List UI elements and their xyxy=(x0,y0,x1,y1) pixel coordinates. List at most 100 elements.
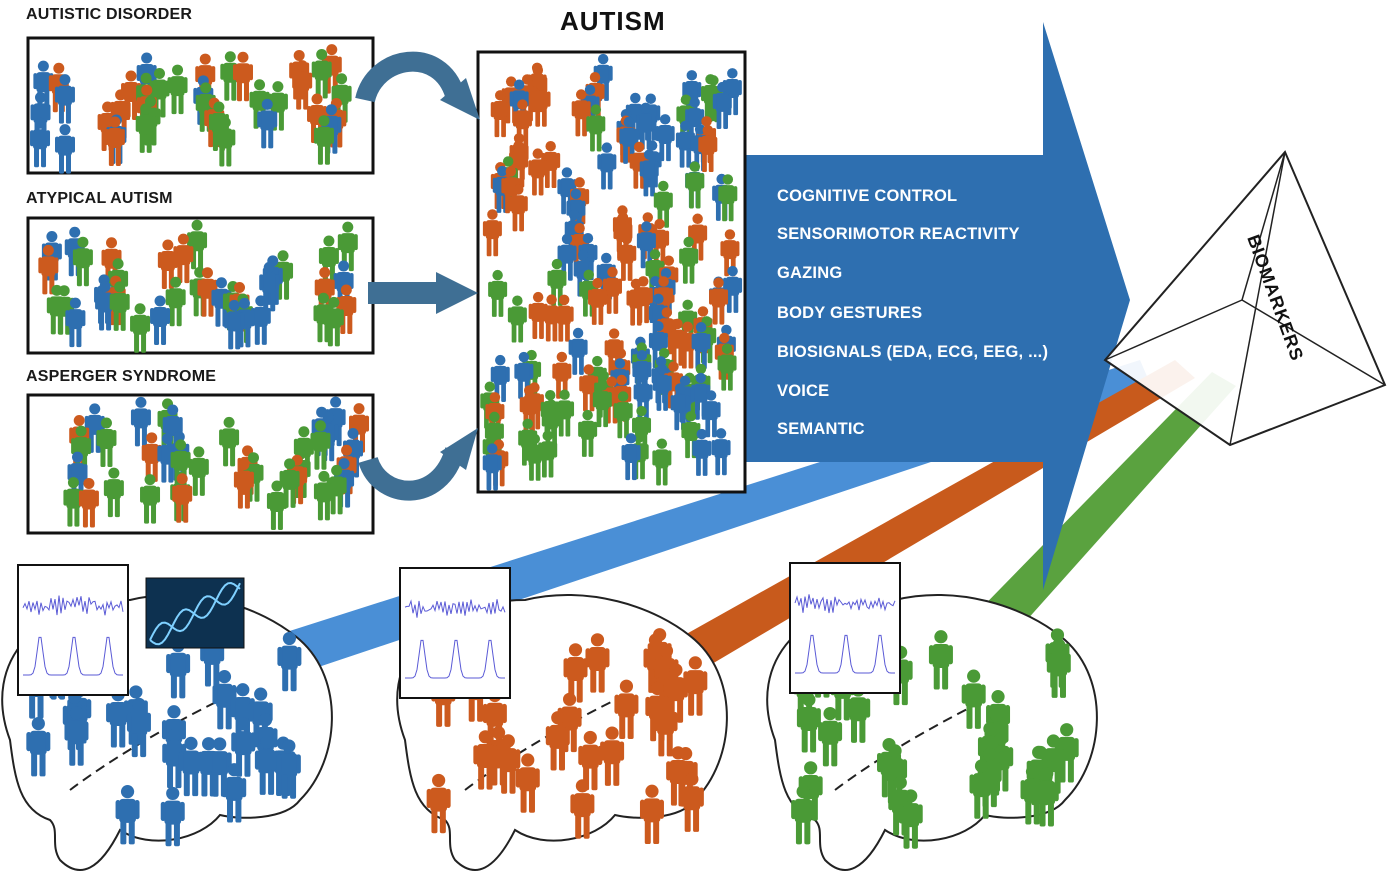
person-icon xyxy=(26,716,51,777)
feature-voice: VOICE xyxy=(777,382,830,400)
person-icon xyxy=(165,276,186,327)
signal-insets xyxy=(17,562,901,699)
person-icon xyxy=(482,443,502,491)
merge-arrows xyxy=(355,51,480,501)
person-icon xyxy=(54,74,75,124)
person-icon xyxy=(626,278,646,326)
person-icon xyxy=(653,696,678,757)
arrowhead-mid xyxy=(436,272,478,314)
person-icon xyxy=(109,281,130,331)
autism-group xyxy=(476,50,747,494)
person-icon xyxy=(791,784,816,845)
feature-biosignals: BIOSIGNALS (EDA, ECG, EEG, ...) xyxy=(777,343,1049,361)
person-icon xyxy=(95,280,116,331)
person-icon xyxy=(426,773,451,834)
person-icon xyxy=(585,633,610,693)
cardiac-trace xyxy=(795,634,896,674)
pyramid-edge xyxy=(1241,151,1286,301)
feature-cognitive-control: COGNITIVE CONTROL xyxy=(777,187,958,205)
person-icon xyxy=(600,726,625,786)
person-icon xyxy=(698,124,718,173)
person-icon xyxy=(1046,638,1071,698)
person-icon xyxy=(187,219,208,270)
person-icon xyxy=(126,697,151,758)
person-icon xyxy=(508,184,528,232)
person-icon xyxy=(63,477,84,527)
label-asperger-syndrome: ASPERGER SYNDROME xyxy=(26,368,217,385)
person-icon xyxy=(55,124,76,174)
box-autistic-disorder xyxy=(26,36,375,175)
person-icon xyxy=(592,380,612,428)
curved-arrow-bottom xyxy=(358,446,465,501)
person-icon xyxy=(496,734,521,794)
person-icon xyxy=(679,772,704,832)
person-icon xyxy=(501,166,521,214)
person-icon xyxy=(65,297,86,348)
feature-gazing: GAZING xyxy=(777,264,843,282)
person-icon xyxy=(212,670,237,730)
dna-strand xyxy=(149,581,241,646)
person-icon xyxy=(578,409,598,457)
eeg-trace xyxy=(404,599,506,618)
label-atypical-autism: ATYPICAL AUTISM xyxy=(26,190,173,207)
person-icon xyxy=(276,739,301,799)
person-icon xyxy=(621,433,641,481)
person-icon xyxy=(588,277,608,325)
person-icon xyxy=(72,236,93,287)
person-icon xyxy=(678,321,698,369)
inset-blue xyxy=(17,564,129,696)
person-icon xyxy=(115,785,140,845)
person-icon xyxy=(675,120,695,168)
person-icon xyxy=(103,467,124,518)
person-icon xyxy=(515,753,540,813)
person-icon xyxy=(652,363,672,411)
person-icon xyxy=(639,784,664,845)
person-icon xyxy=(679,236,699,284)
person-icon xyxy=(796,693,821,753)
person-icon xyxy=(219,416,240,467)
eeg-trace xyxy=(794,594,896,614)
person-icon xyxy=(579,364,599,412)
arrowhead-top xyxy=(440,78,480,120)
person-icon xyxy=(711,428,731,476)
person-icon xyxy=(570,779,595,839)
person-icon xyxy=(639,149,659,197)
person-icon xyxy=(313,470,334,521)
person-icon xyxy=(717,343,737,391)
box-atypical-autism xyxy=(26,216,375,355)
person-icon xyxy=(233,459,254,509)
inset-frame xyxy=(17,564,129,696)
person-icon xyxy=(292,60,313,110)
inset-orange xyxy=(399,567,511,699)
person-icon xyxy=(259,261,280,312)
subtype-groups xyxy=(26,36,375,535)
biomarker-pyramid xyxy=(1103,150,1387,447)
person-icon xyxy=(617,233,637,281)
person-icon xyxy=(135,103,156,153)
person-icon xyxy=(1034,767,1059,827)
person-icon xyxy=(490,354,510,402)
person-icon xyxy=(692,428,712,476)
person-icon xyxy=(507,295,527,343)
person-icon xyxy=(188,446,209,496)
person-icon xyxy=(528,148,548,196)
person-icon xyxy=(563,643,588,703)
inset-frame xyxy=(789,562,901,694)
person-icon xyxy=(232,51,253,102)
person-icon xyxy=(38,244,59,295)
person-icon xyxy=(96,417,117,467)
person-icon xyxy=(326,464,347,515)
person-icon xyxy=(160,786,185,847)
person-icon xyxy=(557,233,577,281)
person-icon xyxy=(170,439,191,489)
feature-body-gestures: BODY GESTURES xyxy=(777,304,923,322)
person-icon xyxy=(614,679,639,740)
person-icon xyxy=(525,433,545,481)
person-icon xyxy=(554,294,574,342)
person-icon xyxy=(106,688,131,748)
person-icon xyxy=(652,438,672,486)
brain-green xyxy=(766,593,1098,871)
person-icon xyxy=(257,98,278,149)
person-icon xyxy=(898,789,923,849)
